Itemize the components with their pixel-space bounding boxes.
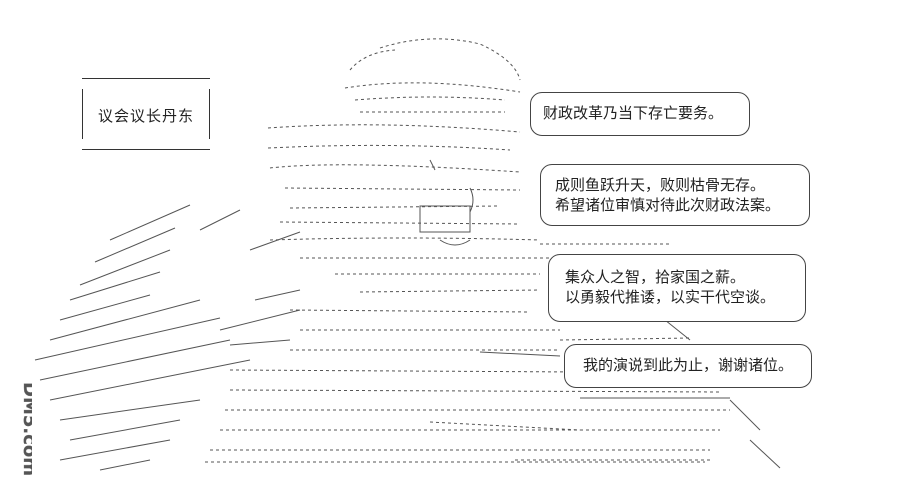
speech-bubble-4: 我的演说到此为止，谢谢诸位。 bbox=[564, 344, 812, 388]
speech-line: 成则鱼跃升天，败则枯骨无存。 bbox=[555, 176, 766, 194]
speech-bubble-2: 成则鱼跃升天，败则枯骨无存。 希望诸位审慎对待此次财政法案。 bbox=[540, 164, 810, 226]
speech-bubble-1: 财政改革乃当下存亡要务。 bbox=[530, 92, 750, 136]
svg-text:DM5.com: DM5.com bbox=[19, 382, 32, 476]
speech-line: 财政改革乃当下存亡要务。 bbox=[543, 104, 724, 122]
speaker-label-box: 议会议长丹东 bbox=[82, 78, 210, 150]
speech-line: 集众人之智，拾家国之薪。 bbox=[565, 268, 746, 286]
speech-line: 我的演说到此为止，谢谢诸位。 bbox=[583, 356, 794, 374]
speaker-label: 议会议长丹东 bbox=[97, 107, 194, 125]
speech-line: 希望诸位审慎对待此次财政法案。 bbox=[555, 196, 781, 214]
speech-bubble-3: 集众人之智，拾家国之薪。 以勇毅代推诿，以实干代空谈。 bbox=[548, 254, 806, 322]
dm5-watermark-logo: DM5.com bbox=[19, 382, 32, 476]
speech-line: 以勇毅代推诿，以实干代空谈。 bbox=[565, 288, 776, 306]
